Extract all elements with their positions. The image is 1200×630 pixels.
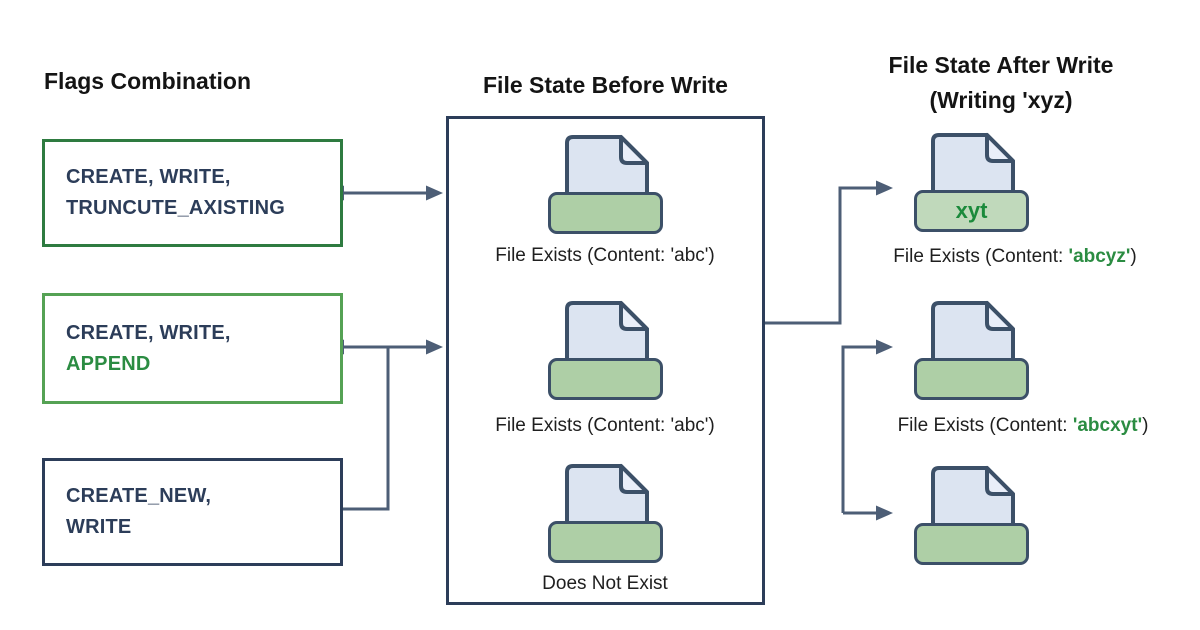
flags-column-title: Flags Combination (44, 68, 251, 94)
arrowhead-right-1 (426, 185, 443, 201)
flag-box-create-write-append: CREATE, WRITE, APPEND (42, 293, 343, 404)
file-state-label: Does Not Exist (542, 573, 668, 594)
label-suffix: ) (1130, 246, 1137, 267)
file-icon-after-3 (914, 462, 1029, 565)
connector-before-to-after1 (765, 186, 877, 325)
after-column-title: File State After Write (Writing 'xyz) (836, 48, 1166, 118)
file-tray (548, 192, 663, 234)
flag-text-line-append: APPEND (66, 352, 151, 375)
arrowhead-after-3 (876, 505, 893, 521)
after-title-line2: (Writing 'xyz) (929, 87, 1073, 113)
arrowhead-after-2 (876, 339, 893, 355)
file-icon-before-3 (548, 460, 663, 563)
file-icon-after-2 (914, 297, 1029, 400)
arrowhead-right-2 (426, 339, 443, 355)
flag-box-create-write-truncate: CREATE, WRITE, TRUNCUTE_AXISTING (42, 139, 343, 247)
file-state-label: File Exists (Content: 'abcyz') (855, 246, 1175, 268)
flag-text-line: TRUNCUTE_AXISTING (66, 197, 285, 219)
flag-text-line: CREATE, WRITE, (66, 321, 231, 344)
tray-content-text: xyt (955, 198, 988, 223)
file-tray (548, 358, 663, 400)
flag-box-create-new-write: CREATE_NEW, WRITE (42, 458, 343, 566)
connector-to-after2 (841, 345, 877, 513)
file-tray (548, 521, 663, 563)
label-prefix: File Exists (Content: (897, 415, 1073, 436)
file-state-label: File Exists (Content: 'abc') (495, 415, 715, 436)
label-prefix: File Exists (Content: (893, 246, 1069, 267)
file-icon-after-1: xyt (914, 129, 1029, 232)
after-title-line1: File State After Write (888, 52, 1114, 78)
label-content-highlight: 'abcyz' (1068, 246, 1131, 267)
flag-text-line: CREATE, WRITE, (66, 166, 231, 188)
flag-text-line: WRITE (66, 516, 132, 538)
label-suffix: ) (1142, 415, 1149, 436)
file-state-label: File Exists (Content: 'abcxyt') (863, 415, 1183, 437)
file-tray: xyt (914, 190, 1029, 232)
connector-flags3-branch (335, 348, 390, 511)
file-state-label: File Exists (Content: 'abc') (495, 245, 715, 266)
file-icon-before-2 (548, 297, 663, 400)
file-tray (914, 358, 1029, 400)
file-icon-before-1 (548, 131, 663, 234)
label-content-highlight: 'abcxyt' (1072, 415, 1143, 436)
before-column-title: File State Before Write (483, 72, 728, 98)
arrowhead-after-1 (876, 180, 893, 196)
file-tray (914, 523, 1029, 565)
flag-text-line: CREATE_NEW, (66, 485, 212, 507)
